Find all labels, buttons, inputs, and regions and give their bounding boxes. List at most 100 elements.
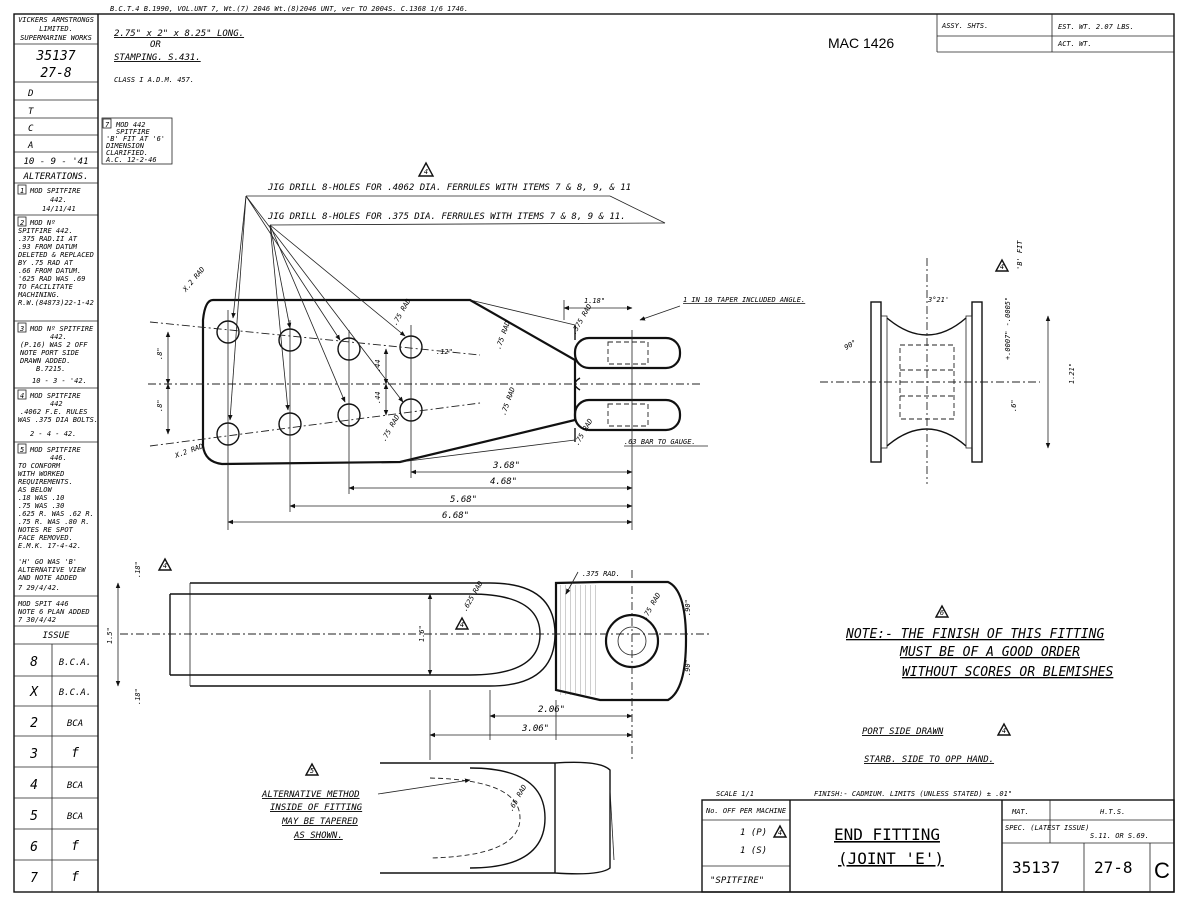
svg-text:REQUIREMENTS.: REQUIREMENTS. — [18, 478, 73, 486]
svg-text:1.21": 1.21" — [1068, 363, 1076, 384]
alt-method-note: ALTERNATIVE METHOD INSIDE OF FITTING MAY… — [261, 790, 363, 841]
svg-text:3: 3 — [29, 747, 38, 762]
jig-drill-note-1: JIG DRILL 8-HOLES FOR .4062 DIA. FERRULE… — [267, 183, 631, 193]
alteration-4: 4 MOD SPITFIRE 442 .4062 F.E. RULES WAS … — [17, 389, 98, 438]
svg-text:.65 RAD: .65 RAD — [507, 783, 529, 813]
svg-text:ALTERNATIVE METHOD: ALTERNATIVE METHOD — [261, 790, 360, 800]
svg-text:5: 5 — [310, 767, 314, 775]
svg-text:1.5": 1.5" — [106, 627, 114, 644]
svg-text:.75 RAD: .75 RAD — [641, 591, 663, 621]
svg-text:R.W.(84873)22-1-42: R.W.(84873)22-1-42 — [18, 299, 94, 307]
alterations-header: ALTERATIONS. — [22, 172, 88, 182]
svg-text:MOD Nº: MOD Nº — [29, 219, 55, 227]
alteration-2: 2 MOD Nº SPITFIRE 442. .375 RAD.II AT .9… — [17, 216, 94, 307]
svg-text:MOD SPITFIRE: MOD SPITFIRE — [29, 187, 81, 195]
part-title: END FITTING — [834, 825, 940, 844]
svg-text:2 - 4 - 42.: 2 - 4 - 42. — [30, 430, 76, 438]
taper-note: 1 IN 10 TAPER INCLUDED ANGLE. — [683, 296, 805, 304]
svg-text:.75 RAD: .75 RAD — [391, 297, 413, 327]
svg-text:3.68": 3.68" — [492, 461, 520, 471]
left-drawing-number: 35137 — [35, 49, 75, 64]
status-c: C — [28, 124, 34, 134]
svg-text:.75 RAD: .75 RAD — [494, 320, 512, 350]
scale-label: SCALE 1/1 — [716, 790, 754, 798]
status-t: T — [28, 107, 34, 117]
title-sheet-ref: 27-8 — [1094, 858, 1133, 877]
title-issue-letter: C — [1154, 858, 1170, 883]
svg-text:.18 WAS .10: .18 WAS .10 — [18, 494, 64, 502]
jig-drill-note-2: JIG DRILL 8-HOLES FOR .375 DIA. FERRULES… — [267, 212, 626, 222]
svg-text:MOD 442: MOD 442 — [115, 121, 146, 129]
rad-375-note: .375 RAD. — [582, 570, 620, 578]
svg-text:7 29/4/42.: 7 29/4/42. — [18, 584, 60, 592]
svg-text:5: 5 — [20, 446, 24, 454]
mat-value: H.T.S. — [1099, 808, 1125, 816]
svg-text:WAS .375 DIA BOLTS.: WAS .375 DIA BOLTS. — [18, 416, 98, 424]
svg-text:MUST BE OF A GOOD ORDER: MUST BE OF A GOOD ORDER — [899, 645, 1080, 660]
svg-text:DELETED & REPLACED: DELETED & REPLACED — [17, 251, 94, 259]
qty-port: 1 (P) — [740, 828, 767, 838]
finish-note: NOTE:- THE FINISH OF THIS FITTING MUST B… — [845, 627, 1113, 680]
drawing-id: MAC 1426 — [828, 35, 894, 51]
part-subtitle: (JOINT 'E') — [838, 849, 944, 868]
jig-drill-callouts: JIG DRILL 8-HOLES FOR .4062 DIA. FERRULE… — [228, 183, 666, 421]
no-off-header: No. OFF PER MACHINE — [705, 807, 787, 815]
svg-text:.625 RAD: .625 RAD — [461, 580, 485, 613]
issue-table: 8 B.C.A. X B.C.A. 2 BCA 3 f 4 BCA 5 BCA … — [14, 655, 98, 886]
issue-date: 10 - 9 - '41 — [23, 157, 88, 167]
svg-text:X.2 RAD: X.2 RAD — [181, 266, 207, 295]
svg-text:MOD SPIT 446: MOD SPIT 446 — [17, 600, 69, 608]
svg-text:E.M.K. 17-4-42.: E.M.K. 17-4-42. — [18, 542, 81, 550]
revision-markers: 4 4 4 4 6 4 4 5 — [157, 161, 1012, 838]
finish-label: FINISH:- CADMIUM. LIMITS (UNLESS STATED)… — [814, 790, 1012, 798]
svg-text:446.: 446. — [50, 454, 67, 462]
assy-shts-label: ASSY. SHTS. — [941, 22, 988, 30]
status-a: A — [27, 141, 33, 151]
left-sheet-ref: 27-8 — [40, 66, 71, 81]
svg-text:NOTE:- THE FINISH OF THIS FITT: NOTE:- THE FINISH OF THIS FITTING — [845, 627, 1104, 642]
svg-text:7: 7 — [30, 871, 38, 886]
svg-text:CLASS I A.D.M. 457.: CLASS I A.D.M. 457. — [114, 76, 194, 84]
svg-text:B.C.A.: B.C.A. — [59, 658, 92, 668]
svg-text:X.2 RAD: X.2 RAD — [173, 442, 204, 460]
svg-text:'H' GO WAS 'B': 'H' GO WAS 'B' — [18, 558, 77, 566]
est-wt-label: EST. WT. 2.07 LBS. — [1058, 23, 1134, 31]
svg-text:NOTE PORT SIDE: NOTE PORT SIDE — [19, 349, 80, 357]
title-block: SCALE 1/1 FINISH:- CADMIUM. LIMITS (UNLE… — [701, 790, 1175, 893]
svg-text:3.06": 3.06" — [521, 724, 549, 734]
svg-text:INSIDE OF FITTING: INSIDE OF FITTING — [270, 803, 363, 813]
svg-text:MOD SPITFIRE: MOD SPITFIRE — [29, 446, 81, 454]
svg-text:BCA: BCA — [67, 812, 83, 822]
top-note: B.C.T.4 B.1990, VOL.UNT 7, Wt.(7) 2046 W… — [110, 5, 468, 13]
svg-text:f: f — [71, 839, 79, 854]
svg-text:BCA: BCA — [67, 719, 83, 729]
firm-line2: LIMITED. — [39, 25, 73, 33]
svg-text:3°21': 3°21' — [927, 296, 949, 304]
svg-text:10 - 3 - '42.: 10 - 3 - '42. — [32, 377, 87, 385]
svg-text:.75 RAD: .75 RAD — [380, 413, 402, 443]
svg-text:WITHOUT SCORES OR BLEMISHES: WITHOUT SCORES OR BLEMISHES — [902, 665, 1113, 680]
svg-text:4: 4 — [1000, 263, 1004, 271]
svg-text:'B' FIT AT '6': 'B' FIT AT '6' — [106, 135, 165, 143]
svg-text:.8": .8" — [156, 347, 164, 360]
alteration-6: MOD SPIT 446 NOTE 6 PLAN ADDED 7 30/4/42 — [17, 600, 90, 624]
svg-text:2.75" x 2" x 8.25" LONG.: 2.75" x 2" x 8.25" LONG. — [114, 29, 244, 39]
svg-text:B.7215.: B.7215. — [36, 365, 66, 373]
material-note: 2.75" x 2" x 8.25" LONG. OR STAMPING. S.… — [114, 29, 244, 84]
spec-value: S.11. OR S.69. — [1090, 832, 1149, 840]
svg-text:MAY BE TAPERED: MAY BE TAPERED — [281, 817, 358, 827]
svg-text:.90": .90" — [684, 659, 692, 676]
qty-starboard: 1 (S) — [740, 846, 767, 856]
svg-text:5: 5 — [30, 809, 38, 824]
svg-text:.18": .18" — [134, 688, 142, 705]
svg-text:.18": .18" — [134, 561, 142, 578]
port-side-note: PORT SIDE DRAWN — [862, 727, 944, 737]
svg-text:STAMPING. S.431.: STAMPING. S.431. — [114, 53, 201, 63]
svg-text:MOD Nº SPITFIRE: MOD Nº SPITFIRE — [29, 325, 94, 333]
svg-text:1: 1 — [20, 187, 24, 195]
svg-text:4.68": 4.68" — [490, 477, 517, 487]
svg-text:7 30/4/42: 7 30/4/42 — [18, 616, 56, 624]
svg-text:f: f — [71, 746, 79, 761]
svg-text:.8": .8" — [156, 399, 164, 412]
